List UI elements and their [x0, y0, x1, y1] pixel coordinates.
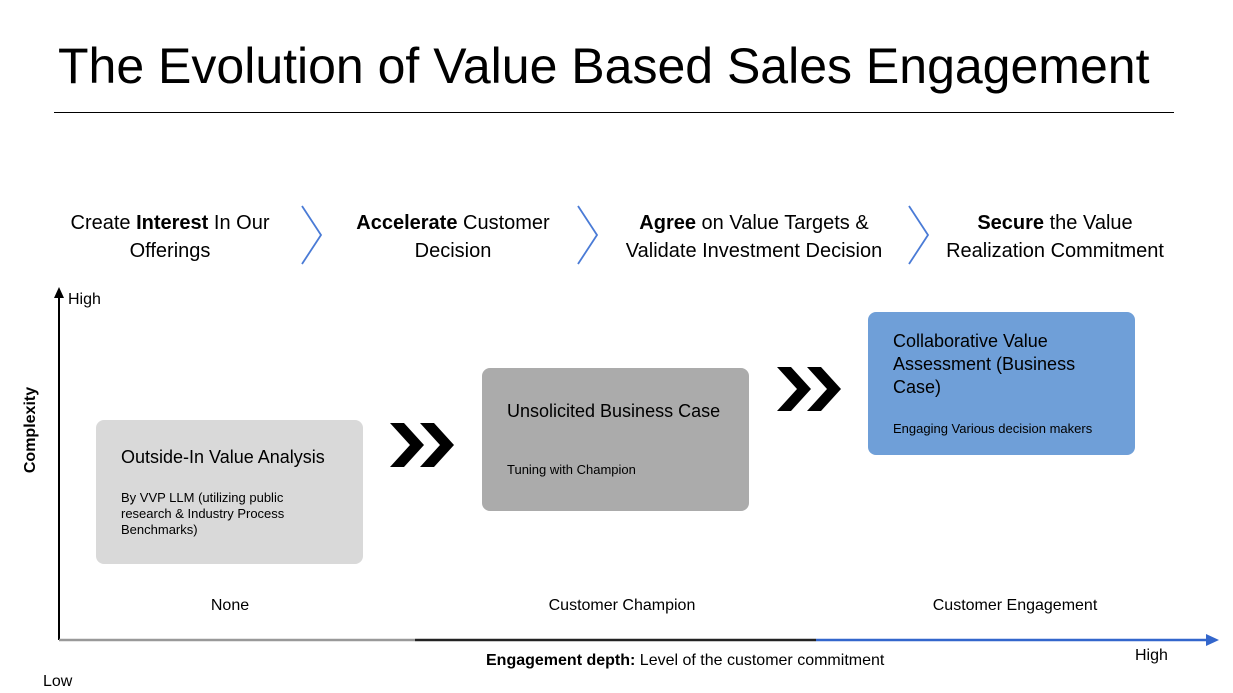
y-axis-low-label: Low — [43, 673, 73, 690]
x-axis-title-bold: Engagement depth: — [486, 652, 636, 669]
box-title: Outside-In Value Analysis — [121, 447, 325, 467]
y-axis-high-label: High — [68, 291, 101, 308]
x-axis-arrowhead — [1206, 634, 1219, 646]
box-subtitle: Tuning with Champion — [507, 462, 636, 477]
chevron-right-icon — [577, 205, 599, 265]
box-subtitle: Engaging Various decision makers — [893, 421, 1093, 436]
stage-post: In Our Offerings — [129, 212, 270, 262]
x-axis-title-rest: Level of the customer commitment — [635, 652, 885, 669]
stage-bold: Secure — [977, 212, 1045, 234]
title-divider — [54, 112, 1174, 113]
chevron-right-icon — [908, 205, 930, 265]
stage-bold: Interest — [136, 212, 209, 234]
box-collaborative-value-assessment: Collaborative Value Assessment (Business… — [868, 312, 1135, 455]
stage-post: Customer Decision — [414, 212, 550, 262]
stage-agree: Agree on Value Targets & Validate Invest… — [612, 209, 896, 265]
box-subtitle: By VVP LLM (utilizing public research & … — [121, 490, 285, 537]
stage-bold: Accelerate — [356, 212, 458, 234]
x-axis-high-label: High — [1135, 647, 1168, 664]
y-axis-title: Complexity — [22, 386, 39, 474]
level-customer-engagement: Customer Engagement — [932, 597, 1098, 614]
box-title: Collaborative Value Assessment (Business… — [893, 331, 1076, 397]
box-outside-in-analysis: Outside-In Value Analysis By VVP LLM (ut… — [96, 420, 363, 564]
stage-accelerate: Accelerate Customer Decision — [343, 209, 563, 265]
chevron-right-icon — [301, 205, 323, 265]
stage-interest: Create Interest In Our Offerings — [60, 209, 280, 265]
level-none: None — [210, 597, 250, 614]
x-axis-title: Engagement depth: Level of the customer … — [486, 651, 884, 671]
stage-secure: Secure the Value Realization Commitment — [930, 209, 1180, 265]
stage-bold: Agree — [639, 212, 696, 234]
stage-pre: Create — [70, 212, 137, 234]
level-customer-champion: Customer Champion — [548, 597, 696, 614]
box-title: Unsolicited Business Case — [507, 401, 721, 421]
page-title: The Evolution of Value Based Sales Engag… — [58, 38, 1150, 94]
stage-post: the Value Realization Commitment — [946, 212, 1164, 262]
y-axis-arrowhead — [54, 287, 64, 298]
double-chevron-icon — [777, 367, 841, 411]
box-unsolicited-business-case: Unsolicited Business Case Tuning with Ch… — [482, 368, 749, 511]
stage-post: on Value Targets & Validate Investment D… — [625, 212, 883, 262]
double-chevron-icon — [390, 423, 454, 467]
